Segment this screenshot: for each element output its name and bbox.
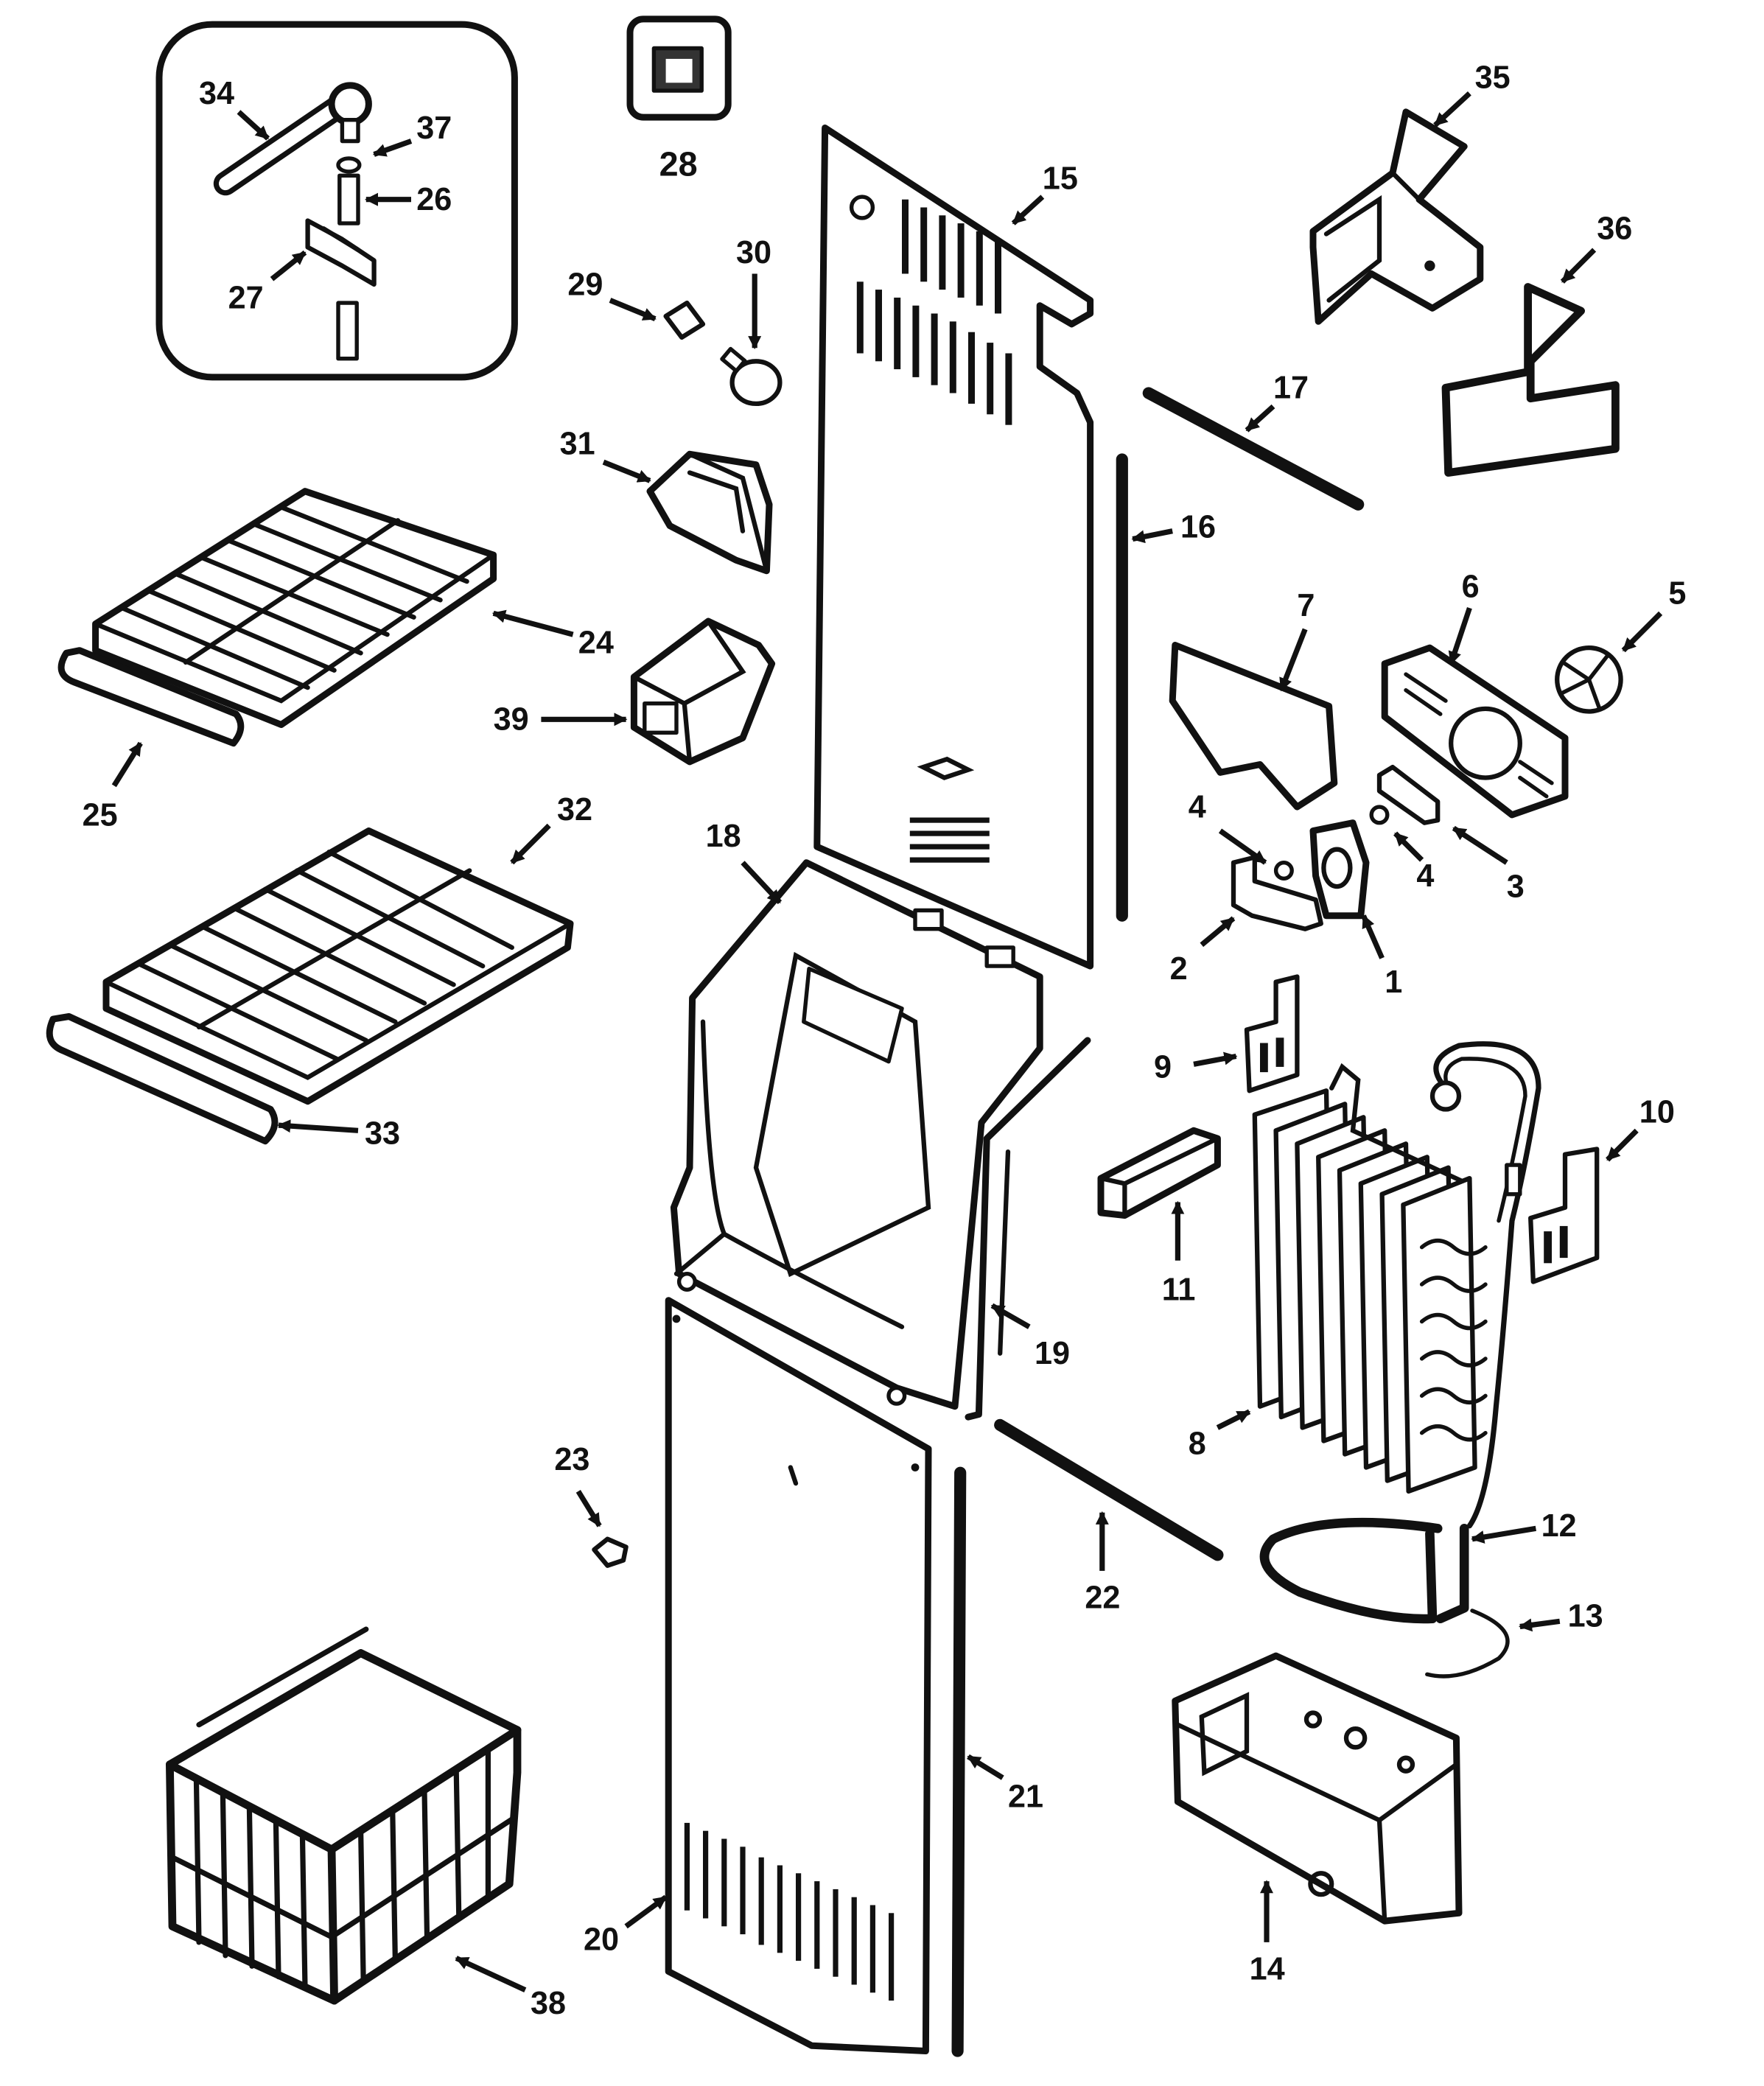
part-6-fan-shroud[interactable] xyxy=(1381,644,1569,819)
part-32-wire-shelf[interactable] xyxy=(102,827,574,1105)
part-13-wire-clip[interactable] xyxy=(1425,1609,1510,1679)
part-36-wire-frame[interactable] xyxy=(1441,283,1620,477)
label-20: 20 xyxy=(584,1922,619,1958)
label-18: 18 xyxy=(706,819,741,854)
label-16: 16 xyxy=(1180,510,1216,545)
label-4b: 4 xyxy=(1416,858,1434,894)
part-17-seal-strip[interactable] xyxy=(1142,387,1365,511)
part-34-water-tube[interactable] xyxy=(213,82,372,196)
part-7-insulation[interactable] xyxy=(1169,642,1338,811)
label-25: 25 xyxy=(83,797,118,833)
label-37: 37 xyxy=(416,111,452,146)
part-24-wire-shelf[interactable] xyxy=(92,488,497,729)
label-32: 32 xyxy=(557,792,592,827)
label-27: 27 xyxy=(228,280,264,315)
wire-harness xyxy=(1429,1041,1541,1529)
part-23-screw[interactable] xyxy=(592,1536,629,1568)
part-5-fan-blade[interactable] xyxy=(1555,645,1623,714)
label-8: 8 xyxy=(1189,1427,1206,1462)
part-19-gasket[interactable] xyxy=(965,1037,1091,1421)
part-20-lower-panel[interactable] xyxy=(665,1297,932,2054)
part-8-evaporator[interactable] xyxy=(1252,1063,1488,1494)
part-4-screw-a[interactable] xyxy=(1273,861,1294,881)
part-10-bracket[interactable] xyxy=(1528,1147,1600,1284)
detail-inset: 34 37 26 27 xyxy=(155,21,518,381)
part-38-wire-basket[interactable] xyxy=(166,1626,522,2005)
label-9: 9 xyxy=(1154,1049,1172,1085)
part-33-shelf-trim[interactable] xyxy=(46,1013,279,1145)
part-3-bracket[interactable] xyxy=(1376,764,1441,825)
part-37-washer[interactable] xyxy=(336,156,362,174)
part-26-tube-segment[interactable] xyxy=(337,173,360,225)
label-14: 14 xyxy=(1250,1951,1285,1987)
label-3: 3 xyxy=(1507,869,1525,905)
label-7: 7 xyxy=(1297,588,1315,623)
part-31-light-cover[interactable] xyxy=(646,450,773,575)
label-4a: 4 xyxy=(1189,790,1206,825)
label-26: 26 xyxy=(416,182,452,217)
label-13: 13 xyxy=(1568,1599,1603,1634)
label-1: 1 xyxy=(1385,965,1402,1000)
part-21-seal-strip[interactable] xyxy=(951,1466,967,2057)
part-25-shelf-trim[interactable] xyxy=(57,647,245,747)
label-22: 22 xyxy=(1085,1580,1120,1615)
part-18-evaporator-cover[interactable] xyxy=(670,859,1043,1410)
part-35-bracket[interactable] xyxy=(1309,108,1484,325)
label-39: 39 xyxy=(494,702,529,738)
part-27-clip[interactable] xyxy=(305,218,377,361)
part-2-motor-bracket[interactable] xyxy=(1231,855,1323,931)
label-17: 17 xyxy=(1273,371,1309,406)
part-28-switch[interactable] xyxy=(626,15,732,121)
label-28: 28 xyxy=(659,144,698,183)
label-10: 10 xyxy=(1639,1095,1675,1130)
label-11: 11 xyxy=(1162,1273,1196,1308)
part-30-light-bulb[interactable] xyxy=(720,346,783,407)
label-2: 2 xyxy=(1170,951,1188,987)
part-4-screw-b[interactable] xyxy=(1369,805,1390,825)
part-29-socket[interactable] xyxy=(663,300,706,340)
part-12-defrost-heater[interactable] xyxy=(1259,1517,1469,1624)
label-6: 6 xyxy=(1462,570,1480,605)
part-22-seal-strip[interactable] xyxy=(994,1418,1224,1561)
part-1-fan-motor[interactable] xyxy=(1309,819,1370,920)
part-15-rear-panel[interactable] xyxy=(813,125,1094,970)
part-9-bracket[interactable] xyxy=(1244,974,1300,1093)
label-31: 31 xyxy=(560,426,595,461)
label-19: 19 xyxy=(1035,1336,1070,1371)
label-21: 21 xyxy=(1008,1779,1043,1814)
part-14-drain-pan[interactable] xyxy=(1172,1652,1463,1925)
label-33: 33 xyxy=(365,1116,400,1151)
label-5: 5 xyxy=(1668,576,1686,612)
label-36: 36 xyxy=(1597,211,1632,247)
label-30: 30 xyxy=(736,235,771,270)
label-34: 34 xyxy=(199,76,234,111)
label-12: 12 xyxy=(1541,1508,1577,1544)
label-24: 24 xyxy=(578,625,614,660)
label-23: 23 xyxy=(554,1442,589,1477)
part-39-duct[interactable] xyxy=(630,617,776,766)
label-35: 35 xyxy=(1475,60,1511,96)
part-11-defrost-block[interactable] xyxy=(1097,1127,1221,1219)
label-38: 38 xyxy=(531,1986,566,2021)
label-29: 29 xyxy=(567,267,603,302)
label-15: 15 xyxy=(1043,161,1078,196)
